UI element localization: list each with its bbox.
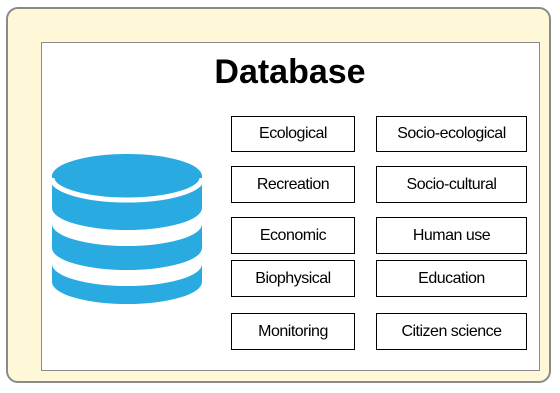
category-recreation: Recreation xyxy=(231,166,355,203)
category-economic: Economic xyxy=(231,217,355,254)
category-human-use: Human use xyxy=(376,217,527,254)
category-ecological: Ecological xyxy=(231,116,355,152)
category-citizen-science: Citizen science xyxy=(376,313,527,350)
category-biophysical: Biophysical xyxy=(231,260,355,297)
category-monitoring: Monitoring xyxy=(231,313,355,350)
category-socio-ecological: Socio-ecological xyxy=(376,116,527,152)
diagram-title: Database xyxy=(214,53,366,91)
category-education: Education xyxy=(376,260,527,297)
category-socio-cultural: Socio-cultural xyxy=(376,166,527,203)
database-icon xyxy=(52,154,202,304)
